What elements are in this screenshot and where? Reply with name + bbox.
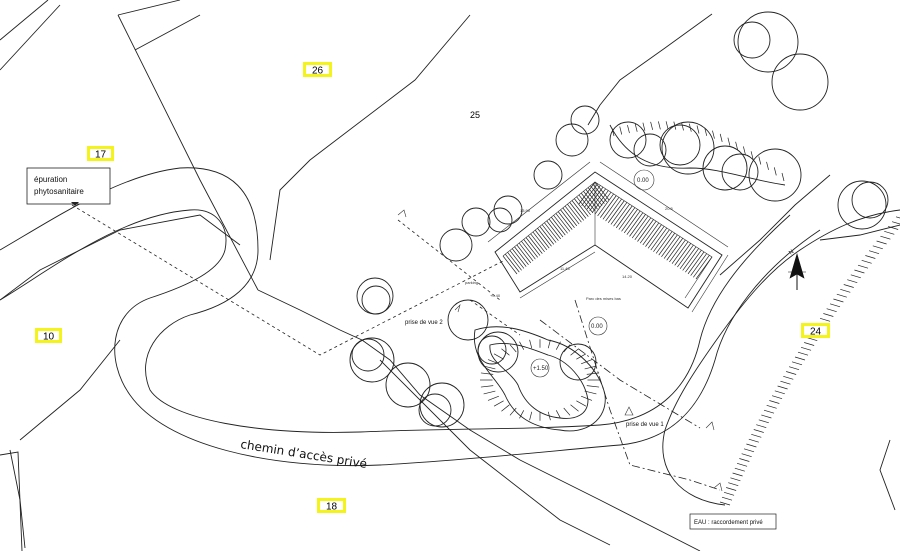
parcel-10: 10 [35, 328, 62, 343]
building: 13.90 20.5 11.45 14.20 +0.40 parking [465, 161, 729, 313]
road-label: chemin d’accès privé [240, 437, 368, 471]
parcel-26: 26 [303, 62, 332, 77]
epuration-line2: phytosanitaire [34, 187, 84, 196]
parcel-25-number: 25 [470, 110, 480, 120]
north-arrow-icon: N [788, 249, 806, 290]
compass-letter: N [788, 249, 795, 256]
water-label: EAU : raccordement privé [689, 513, 777, 530]
dim-label: +0.40 [490, 293, 501, 298]
yard-label: Parc des mises bas [586, 296, 621, 301]
dim-label: 14.20 [622, 274, 633, 279]
parcel-18-number: 18 [326, 502, 338, 513]
bank-top [609, 121, 786, 186]
view-markers: prise de vue 2 prise de vue 1 [397, 209, 723, 492]
dim-label: 11.45 [560, 266, 570, 271]
view-2-label: prise de vue 2 [405, 320, 443, 326]
parcel-26-number: 26 [312, 66, 324, 77]
dim-label: parking [465, 280, 478, 285]
level-yard: 0.00 [591, 324, 603, 330]
trees [349, 11, 889, 428]
level-top: 0.00 [637, 178, 649, 184]
view-arrow-icon [624, 406, 634, 416]
mound: +1.50 [473, 326, 606, 432]
mound-level: +1.50 [533, 366, 549, 372]
parcel-17-number: 17 [95, 150, 107, 161]
epuration-line1: épuration [34, 175, 67, 184]
parcel-24-number: 24 [810, 327, 822, 338]
level-markers: 0.00 0.00 [588, 169, 655, 336]
dim-label: 20.5 [665, 206, 674, 211]
parcel-10-number: 10 [43, 332, 55, 343]
view-arrow-icon [454, 303, 461, 313]
water-text: EAU : raccordement privé [694, 520, 763, 526]
parcel-17: 17 [87, 146, 114, 161]
dashed-lines [71, 204, 721, 491]
epuration-label: épuration phytosanitaire [26, 167, 111, 206]
dim-label: 13.90 [520, 208, 531, 213]
view-1-label: prise de vue 1 [626, 422, 664, 428]
parcel-18: 18 [317, 498, 346, 513]
parcel-24: 24 [801, 323, 830, 338]
